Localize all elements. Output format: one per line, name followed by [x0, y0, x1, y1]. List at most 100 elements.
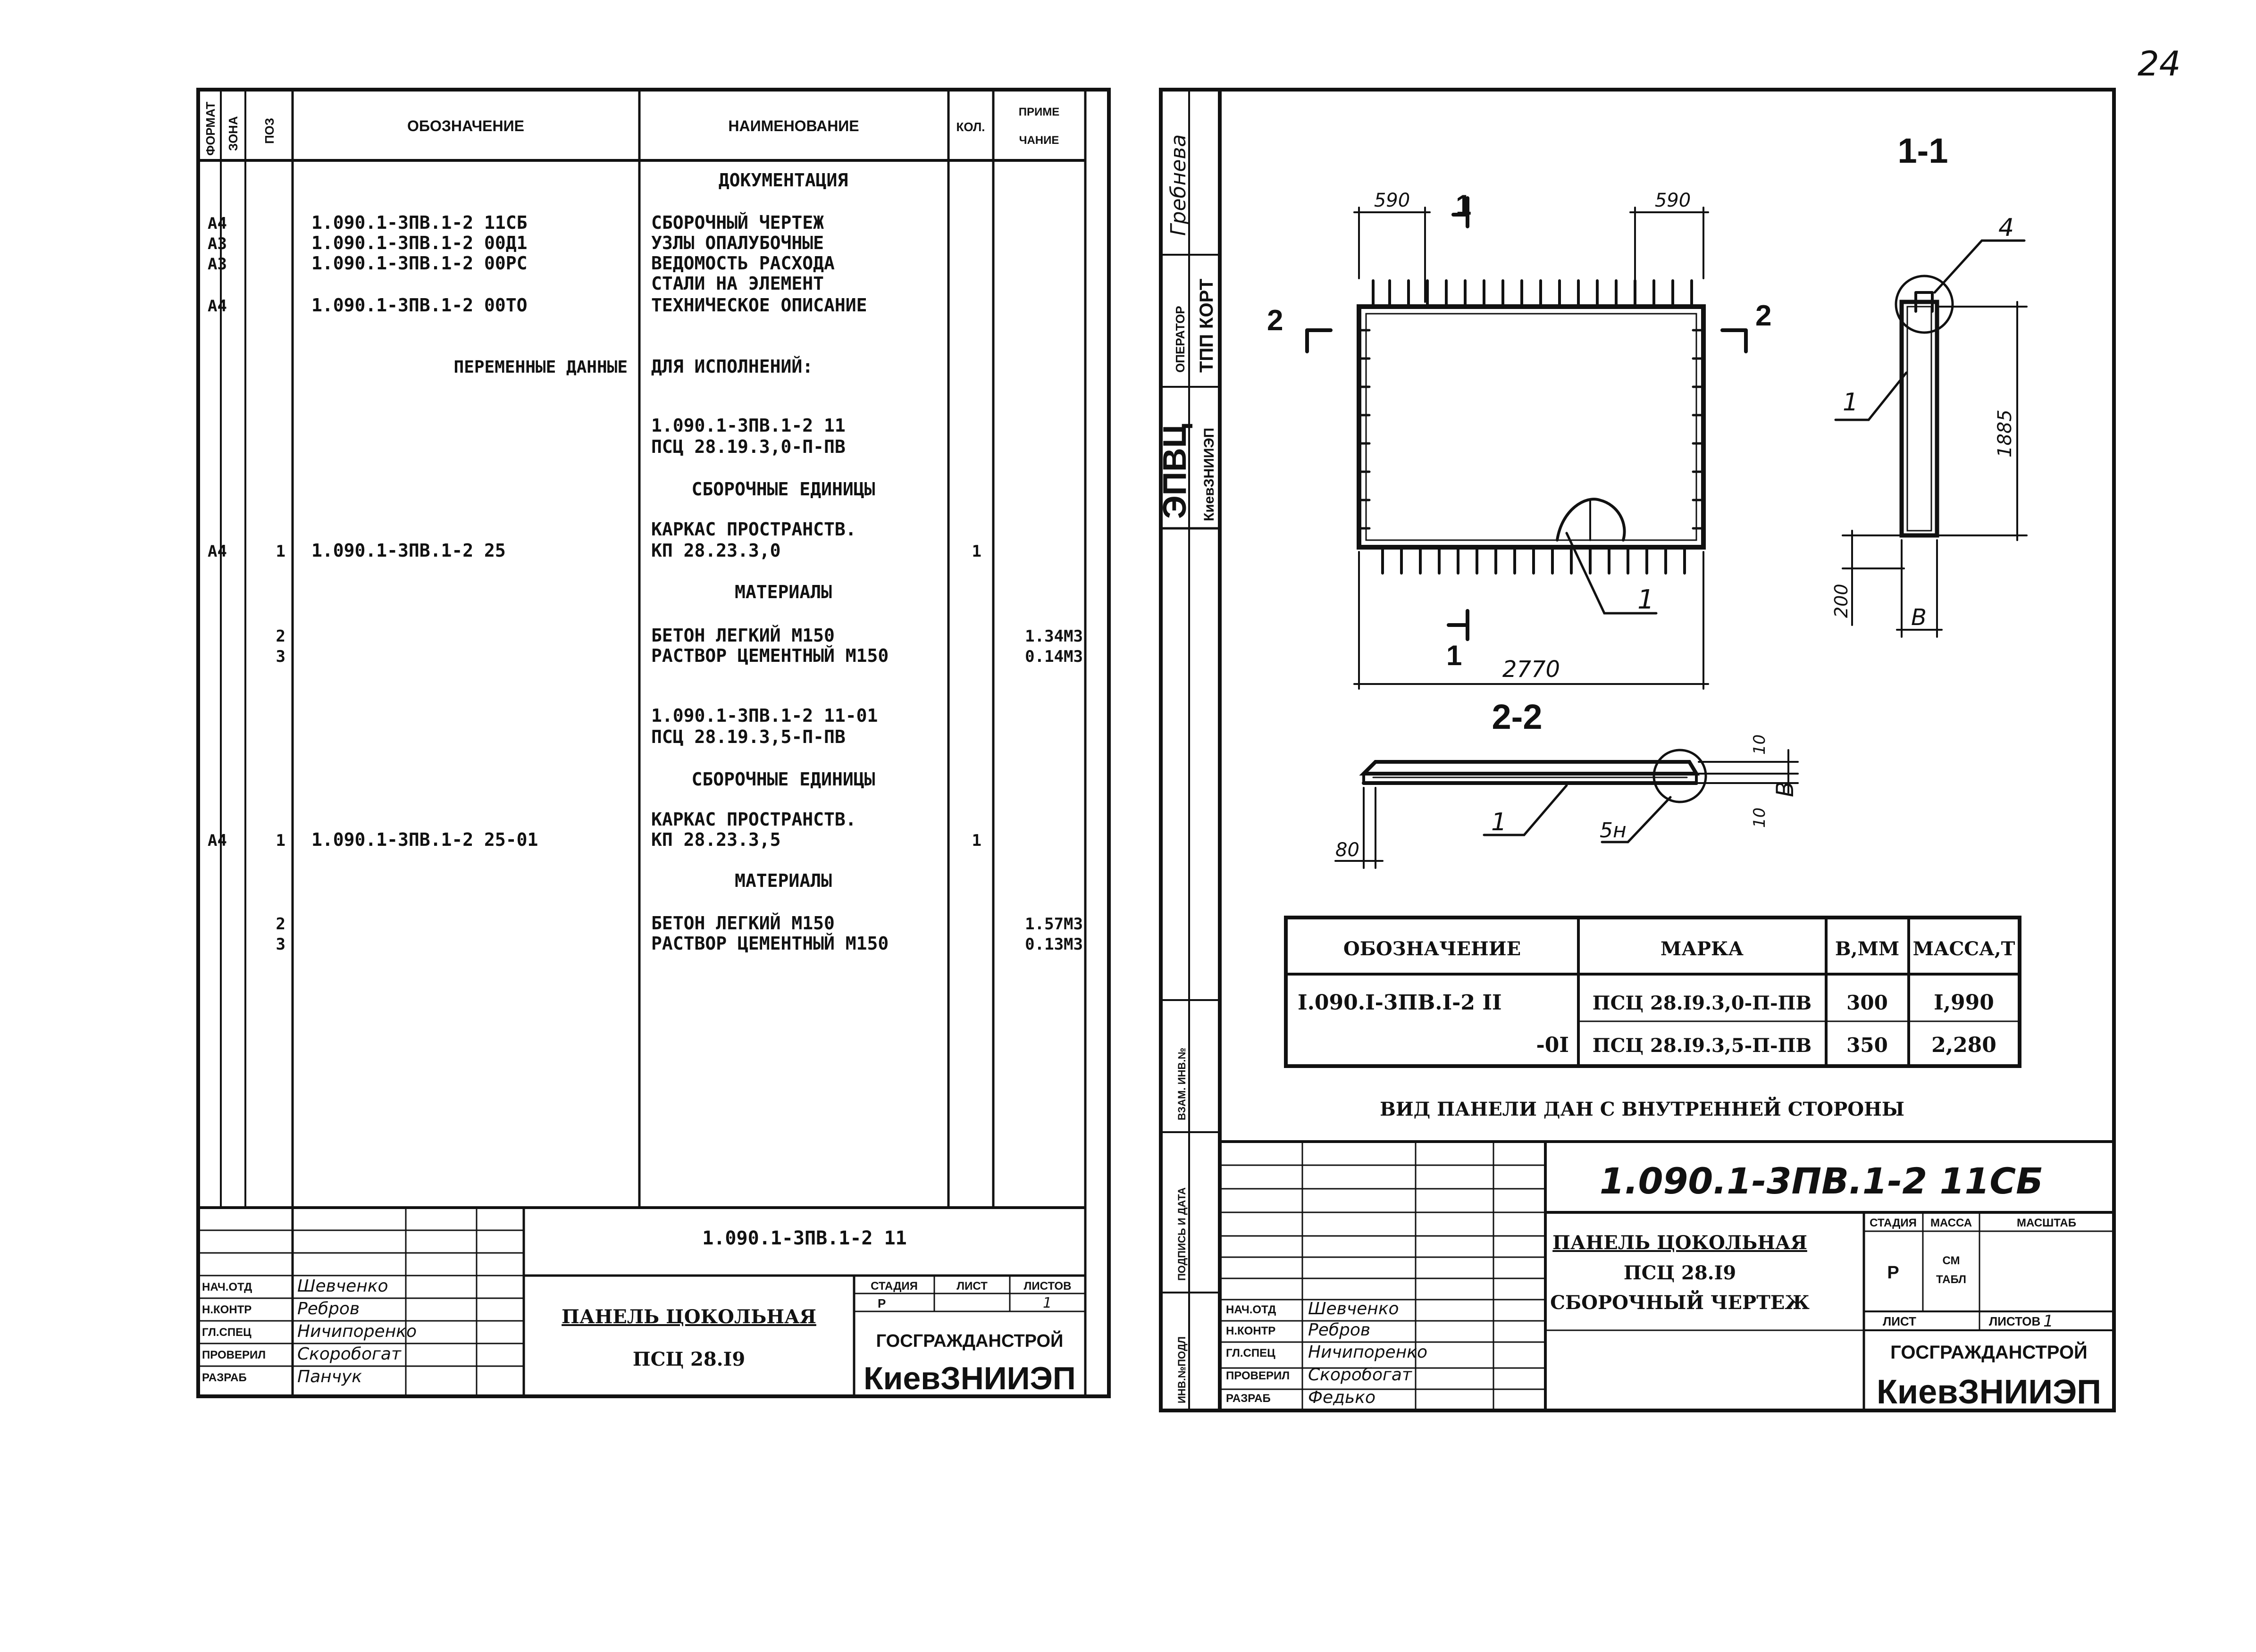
- spec-format-cell: А3: [208, 234, 227, 253]
- spec-title-1: ПАНЕЛЬ ЦОКОЛЬНАЯ: [562, 1306, 816, 1328]
- dim-590-right: 590: [1655, 190, 1691, 211]
- dim-10-bottom: 10: [1750, 808, 1769, 828]
- spec-code: 1.090.1-3ПВ.1-2 11: [702, 1227, 906, 1249]
- spec-name-cell: ДОКУМЕНТАЦИЯ: [719, 170, 848, 191]
- spec-name-cell: ВЕДОМОСТЬ РАСХОДА: [651, 253, 835, 274]
- elevation-labels: 590 590 2770 1 1 2 2 1: [1267, 189, 1771, 683]
- drawing-role-label: НАЧ.ОТД: [1226, 1303, 1276, 1316]
- drawing-frame: [1159, 88, 2116, 1412]
- spec-name-cell: КАРКАС ПРОСТРАНСТВ.: [651, 809, 856, 830]
- drawing-mass-2: ТАБЛ: [1936, 1273, 1966, 1286]
- variant-table: [1284, 916, 2021, 1068]
- spec-role-name: Ребров: [297, 1299, 360, 1318]
- drawing-title-2: ПСЦ 28.I9: [1624, 1262, 1736, 1284]
- spec-org-2: КиевЗНИИЭП: [864, 1360, 1076, 1396]
- cut-2-right: 2: [1755, 300, 1771, 332]
- stamp-inv: ИНВ.№ПОДЛ: [1176, 1336, 1188, 1403]
- spec-format-cell: А4: [208, 831, 227, 850]
- spec-pos-cell: 3: [276, 935, 285, 954]
- section-11-title: 1-1: [1898, 131, 1948, 170]
- spec-pos-cell: 3: [276, 647, 285, 666]
- spec-role-name: Панчук: [297, 1367, 362, 1386]
- header-name: НАИМЕНОВАНИЕ: [728, 117, 859, 134]
- spec-name-cell: УЗЛЫ ОПАЛУБОЧНЫЕ: [651, 233, 824, 253]
- td-r2-designation: -0I: [1536, 1033, 1569, 1057]
- spec-sheets: 1: [1043, 1295, 1052, 1311]
- stamp-org-2: КиевЗНИИЭП: [1201, 428, 1217, 521]
- spec-role-label: РАЗРАБ: [202, 1371, 247, 1384]
- spec-note-cell: 1.57М3: [1025, 915, 1083, 934]
- callout-4: 4: [1998, 214, 2014, 242]
- drawing-sheet-label: ЛИСТ: [1883, 1314, 1916, 1328]
- dim-590-left: 590: [1374, 190, 1410, 211]
- spec-name-cell: КАРКАС ПРОСТРАНСТВ.: [651, 519, 856, 540]
- stamp-dept: ТПП КОРТ: [1196, 279, 1217, 373]
- drawing-title-block: 1.090.1-3ПВ.1-2 11СБ ПАНЕЛЬ ЦОКОЛЬНАЯ ПС…: [1226, 1160, 2101, 1411]
- section-1-1-labels: 1-1 4 1 1885 200 B: [1831, 131, 2016, 631]
- drawing-role-label: РАЗРАБ: [1226, 1392, 1271, 1405]
- cut-1-top: 1: [1456, 189, 1471, 221]
- cut-2-left: 2: [1267, 304, 1283, 337]
- td-r1-mass: I,990: [1934, 991, 1994, 1015]
- th-b: B,ММ: [1835, 938, 1899, 960]
- section-2-2: [1334, 749, 1799, 869]
- drawing-mass-1: СМ: [1942, 1254, 1960, 1267]
- spec-title-2: ПСЦ 28.I9: [633, 1348, 745, 1370]
- drawing-role-name: Шевченко: [1308, 1299, 1399, 1318]
- section-2-2-labels: 2-2 1 5н 80 10 10 B: [1335, 697, 1799, 861]
- section-1-1: [1834, 239, 2028, 638]
- section-22-title: 2-2: [1492, 697, 1543, 736]
- drawing-role-label: ГЛ.СПЕЦ: [1226, 1347, 1275, 1360]
- spec-role-label: ГЛ.СПЕЦ: [202, 1326, 252, 1339]
- spec-designation-cell: 1.090.1-3ПВ.1-2 11СБ: [311, 212, 528, 233]
- spec-name-cell: ПСЦ 28.19.3,0-П-ПВ: [651, 436, 846, 457]
- spec-role-label: Н.КОНТР: [202, 1303, 252, 1316]
- spec-designation-cell: 1.090.1-3ПВ.1-2 00ТО: [311, 295, 528, 316]
- spec-name-cell: СБОРОЧНЫЙ ЧЕРТЕЖ: [651, 212, 824, 233]
- cut-1-bottom: 1: [1446, 640, 1462, 671]
- spec-name-cell: ПСЦ 28.19.3,5-П-ПВ: [651, 726, 846, 747]
- spec-name-cell: ДЛЯ ИСПОЛНЕНИЙ:: [651, 356, 813, 377]
- spec-name-cell: КП 28.23.3,5: [651, 829, 781, 850]
- spec-designation-cell: 1.090.1-3ПВ.1-2 25-01: [311, 829, 538, 850]
- dim-1885: 1885: [1994, 409, 2016, 458]
- dim-2770: 2770: [1502, 656, 1560, 683]
- dim-200: 200: [1831, 584, 1852, 618]
- spec-designation-cell: 1.090.1-3ПВ.1-2 00Д1: [311, 233, 528, 253]
- drawing-stage: Р: [1887, 1263, 1899, 1283]
- spec-sheet: [196, 88, 1111, 1398]
- drawing-sheets: 1: [2043, 1312, 2054, 1331]
- spec-role-name: Скоробогат: [297, 1344, 402, 1364]
- spec-name-cell: МАТЕРИАЛЫ: [735, 582, 832, 602]
- variant-table-text: ОБОЗНАЧЕНИЕ МАРКА B,ММ МАССА,Т I.090.I-3…: [1298, 938, 2015, 1057]
- side-stamp: Гребнева ОПЕРАТОР ТПП КОРТ ЭПВЦ КиевЗНИИ…: [1156, 134, 1217, 1403]
- callout-1-main: 1: [1637, 584, 1654, 615]
- drawing-role-label: ПРОВЕРИЛ: [1226, 1369, 1290, 1382]
- spec-name-cell: БЕТОН ЛЕГКИЙ М150: [651, 913, 835, 934]
- spec-sheets-label: ЛИСТОВ: [1024, 1280, 1072, 1293]
- spec-title-block: 1.090.1-3ПВ.1-2 11 СТАДИЯ ЛИСТ ЛИСТОВ Р …: [202, 1227, 1076, 1396]
- spec-name-cell: 1.090.1-3ПВ.1-2 11-01: [651, 705, 878, 726]
- td-r2-b: 350: [1846, 1034, 1888, 1057]
- spec-note-cell: 1.34М3: [1025, 627, 1083, 646]
- dim-b-22: B: [1771, 781, 1799, 797]
- dim-80: 80: [1335, 839, 1359, 861]
- spec-pos-cell: 1: [276, 831, 285, 850]
- spec-qty-cell: 1: [972, 831, 981, 850]
- spec-name-cell: СБОРОЧНЫЕ ЕДИНИЦЫ: [692, 479, 875, 500]
- page-number: 24: [2138, 44, 2181, 83]
- dim-10-top: 10: [1750, 734, 1769, 755]
- spec-role-name: Шевченко: [297, 1277, 388, 1296]
- spec-name-cell: БЕТОН ЛЕГКИЙ М150: [651, 625, 835, 646]
- drawing-role-name: Ничипоренко: [1308, 1343, 1427, 1362]
- spec-pos-cell: 2: [276, 627, 285, 646]
- spec-designation-cell: 1.090.1-3ПВ.1-2 00РС: [311, 253, 528, 274]
- header-note-1: ПРИМЕ: [1019, 106, 1060, 118]
- spec-format-cell: А4: [208, 214, 227, 233]
- spec-name-cell: 1.090.1-3ПВ.1-2 11: [651, 415, 846, 436]
- spec-designation-cell: 1.090.1-3ПВ.1-2 25: [311, 540, 506, 561]
- drawing-role-name: Ребров: [1308, 1320, 1370, 1340]
- panel-elevation: [1305, 196, 1748, 690]
- spec-qty-cell: 1: [972, 542, 981, 561]
